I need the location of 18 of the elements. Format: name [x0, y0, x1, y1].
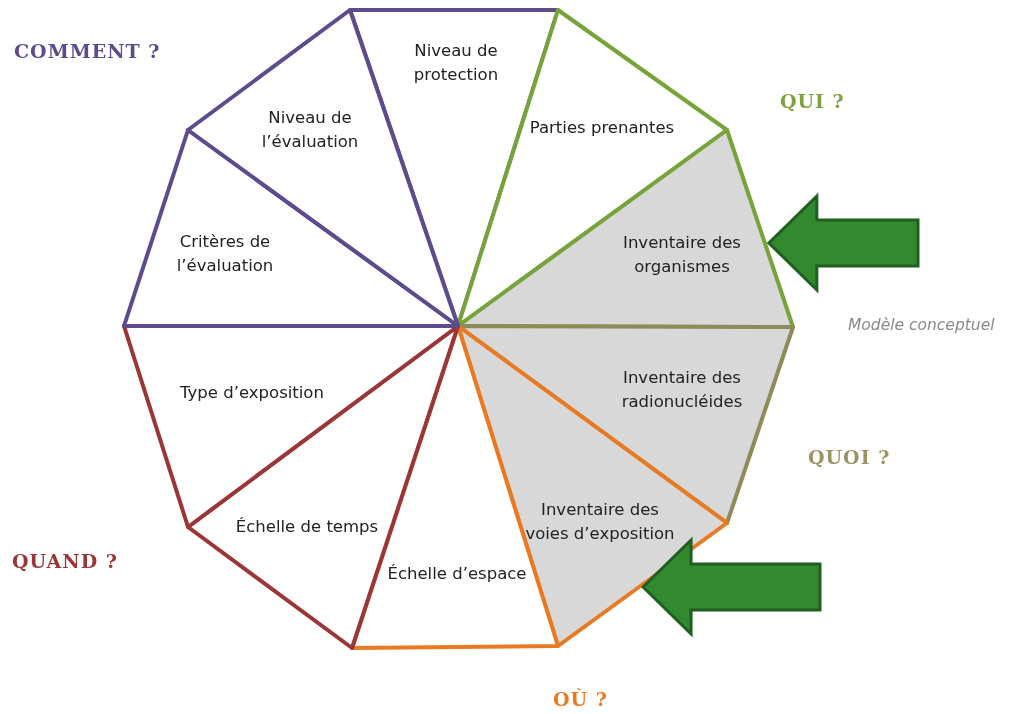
question-heading: QUOI ?: [808, 446, 891, 468]
segment-label: Parties prenantes: [528, 117, 676, 139]
segment-label: Échelle de temps: [234, 516, 380, 538]
segment-label: Niveau de protection: [412, 40, 500, 86]
segment-label: Inventaire des voies d’exposition: [524, 499, 676, 545]
caption-text: Modèle conceptuel: [848, 316, 995, 334]
question-heading: QUI ?: [780, 90, 845, 112]
block-arrow: [766, 192, 920, 294]
block-arrow: [640, 536, 822, 638]
question-heading: OÙ ?: [553, 688, 608, 710]
question-heading: COMMENT ?: [14, 40, 161, 62]
question-heading: QUAND ?: [12, 550, 118, 572]
segment-label: Échelle d’espace: [386, 563, 528, 585]
segment-label: Inventaire des organismes: [622, 232, 742, 278]
segment-label: Type d’exposition: [179, 382, 325, 404]
segment-label: Critères de l’évaluation: [175, 231, 275, 277]
segment-label: Inventaire des radionucléides: [620, 367, 744, 413]
segment-label: Niveau de l’évaluation: [260, 107, 360, 153]
